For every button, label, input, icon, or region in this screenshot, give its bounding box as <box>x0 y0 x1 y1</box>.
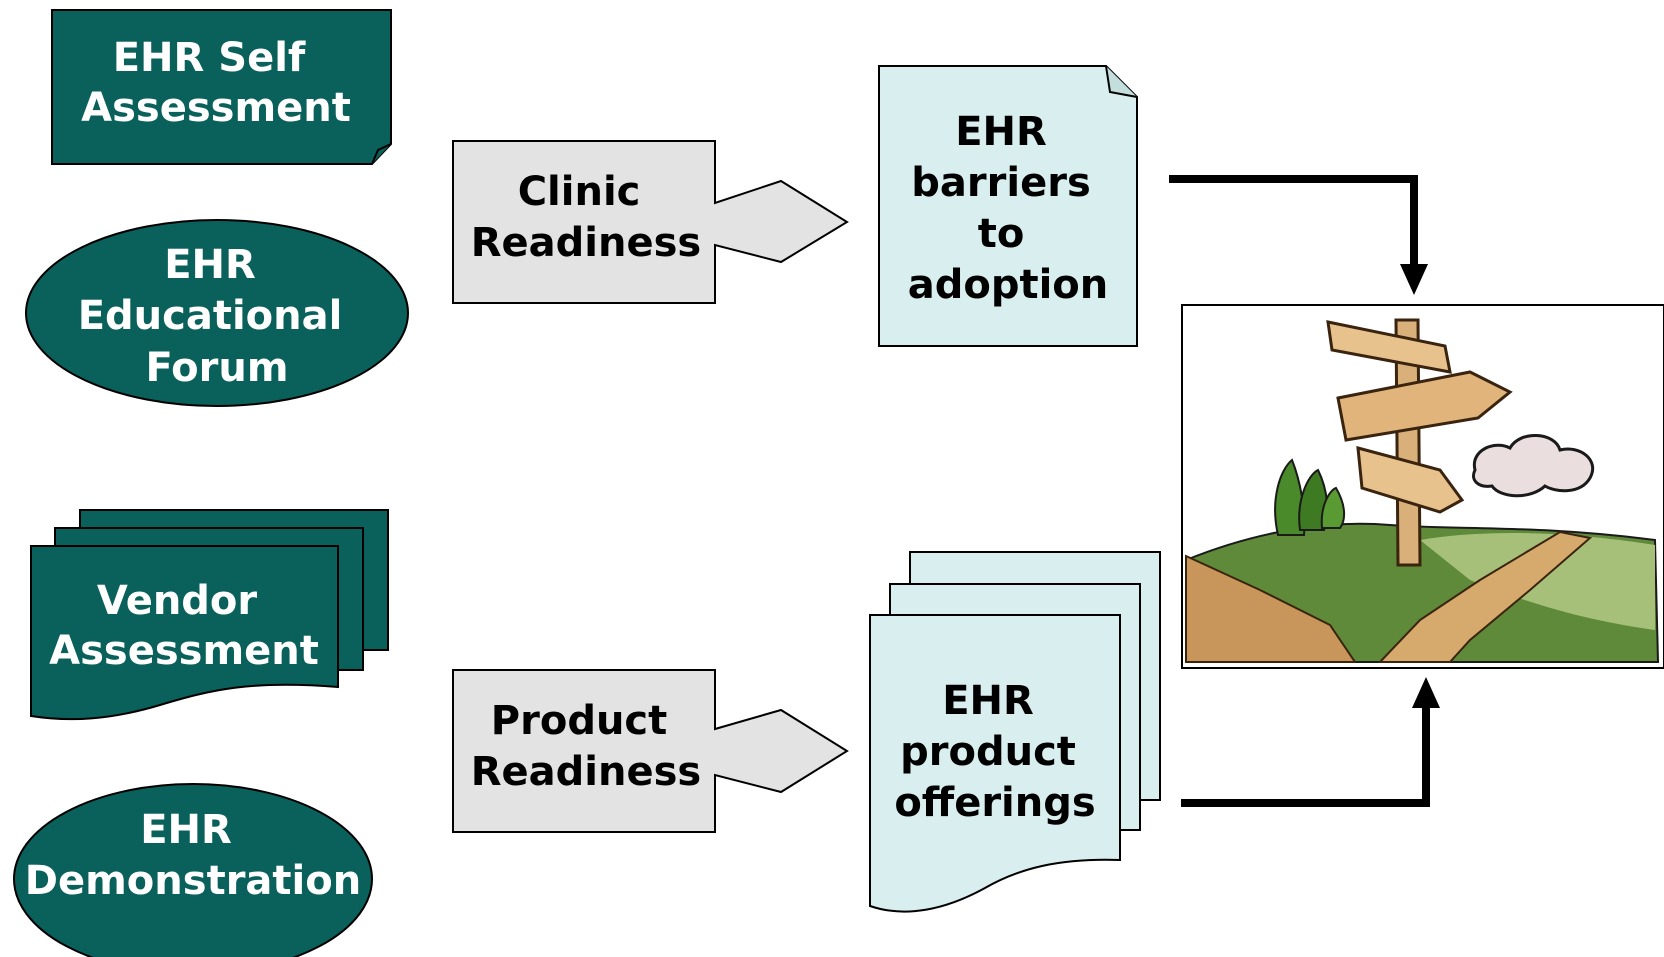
ehr-self-assessment-shape: EHR Self Assessment <box>51 9 392 165</box>
vendor-assessment-line-1: Vendor <box>97 578 257 624</box>
ehr-barriers-line-4: adoption <box>908 262 1109 308</box>
ehr-educational-forum-line-1: EHR <box>164 242 256 288</box>
ehr-demonstration-line-1: EHR <box>140 807 232 853</box>
ehr-demonstration-line-2: Demonstration <box>25 858 361 904</box>
svg-text:EHR barriers to: EHR barriers to adoption <box>908 109 1109 308</box>
connector-barriers-to-picture <box>1169 175 1428 295</box>
svg-text:EHR Educational Fo: EHR Educational Forum <box>78 242 357 391</box>
svg-text:Clinic Readiness: Clinic Readiness <box>471 169 702 266</box>
clinic-readiness-line-2: Readiness <box>471 220 702 266</box>
product-readiness-line-2: Readiness <box>471 749 702 795</box>
crossroads-signpost-icon <box>1181 304 1664 669</box>
svg-text:EHR Demonstration: EHR Demonstration <box>25 807 361 904</box>
ehr-barriers-line-3: to <box>978 211 1025 257</box>
ehr-educational-forum-line-2: Educational <box>78 293 343 339</box>
ehr-demonstration-shape: EHR Demonstration <box>13 783 373 957</box>
clinic-readiness-arrow: Clinic Readiness <box>452 140 849 304</box>
connector-offerings-to-picture <box>1181 677 1440 807</box>
product-readiness-line-1: Product <box>491 698 667 744</box>
vendor-assessment-shape: Vendor Assessment <box>30 509 389 721</box>
vendor-assessment-line-2: Assessment <box>49 628 319 674</box>
svg-text:Product Readiness: Product Readiness <box>471 698 702 795</box>
svg-text:EHR Self Assessment: EHR Self Assessment <box>81 35 351 131</box>
svg-text:EHR product offeri: EHR product offerings <box>894 678 1095 826</box>
ehr-product-offerings-shape: EHR product offerings <box>869 551 1161 913</box>
clinic-readiness-line-1: Clinic <box>518 169 641 215</box>
product-readiness-arrow: Product Readiness <box>452 669 849 833</box>
ehr-product-offerings-line-3: offerings <box>894 780 1095 826</box>
ehr-educational-forum-line-3: Forum <box>145 345 288 391</box>
ehr-self-assessment-line-2: Assessment <box>81 85 351 131</box>
ehr-self-assessment-line-1: EHR Self <box>113 35 306 81</box>
ehr-product-offerings-line-1: EHR <box>942 678 1034 724</box>
ehr-barriers-line-1: EHR <box>955 109 1047 155</box>
svg-text:Vendor Assessment: Vendor Assessment <box>49 578 319 674</box>
ehr-product-offerings-line-2: product <box>900 729 1076 775</box>
ehr-barriers-line-2: barriers <box>911 160 1090 206</box>
ehr-barriers-shape: EHR barriers to adoption <box>878 65 1138 347</box>
ehr-educational-forum-shape: EHR Educational Forum <box>25 219 409 407</box>
